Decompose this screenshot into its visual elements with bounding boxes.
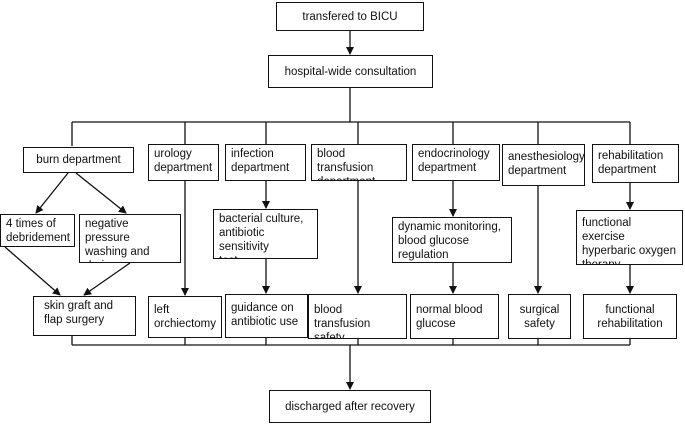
node-functional-exercise: functional exercise hyperbaric oxygen th… bbox=[576, 210, 683, 265]
node-normal-glucose: normal blood glucose bbox=[410, 294, 499, 339]
node-antibiotic-guidance: guidance on antibiotic use bbox=[225, 294, 308, 338]
node-glucose-monitoring: dynamic monitoring, blood glucose regula… bbox=[392, 217, 512, 263]
node-surgical-safety: surgical safety bbox=[508, 294, 571, 339]
node-anesthesiology-department: anesthesiology department bbox=[502, 144, 585, 186]
node-endocrinology-department: endocrinology department bbox=[412, 144, 500, 181]
node-functional-rehabilitation: functional rehabilitation bbox=[583, 294, 677, 339]
node-burn-department: burn department bbox=[23, 147, 134, 173]
node-bacterial-culture: bacterial culture, antibiotic sensitivit… bbox=[213, 209, 318, 259]
arrow-burn-to-debridement bbox=[35, 172, 69, 214]
node-debridement: 4 times of debridement bbox=[0, 214, 75, 247]
node-skin-graft: skin graft and flap surgery bbox=[33, 296, 136, 336]
node-orchiectomy: left orchiectomy bbox=[148, 296, 222, 338]
arrow-burn-to-npwd bbox=[75, 172, 127, 214]
node-consultation: hospital-wide consultation bbox=[268, 55, 433, 88]
node-urology-department: urology department bbox=[148, 144, 219, 181]
node-transfer: transfered to BICU bbox=[276, 2, 424, 31]
node-rehabilitation-department: rehabilitation department bbox=[592, 144, 679, 183]
node-infection-department: infection department bbox=[225, 144, 306, 181]
node-transfusion-safety: blood transfusion safety bbox=[308, 294, 407, 339]
node-transfusion-department: blood transfusion department bbox=[311, 144, 407, 181]
arrow-debridement-to-graft bbox=[4, 246, 61, 296]
arrow-npwd-to-graft bbox=[83, 262, 131, 296]
node-negative-pressure-drainage: negative pressure washing and drainage bbox=[79, 214, 181, 263]
node-discharge: discharged after recovery bbox=[269, 390, 431, 423]
